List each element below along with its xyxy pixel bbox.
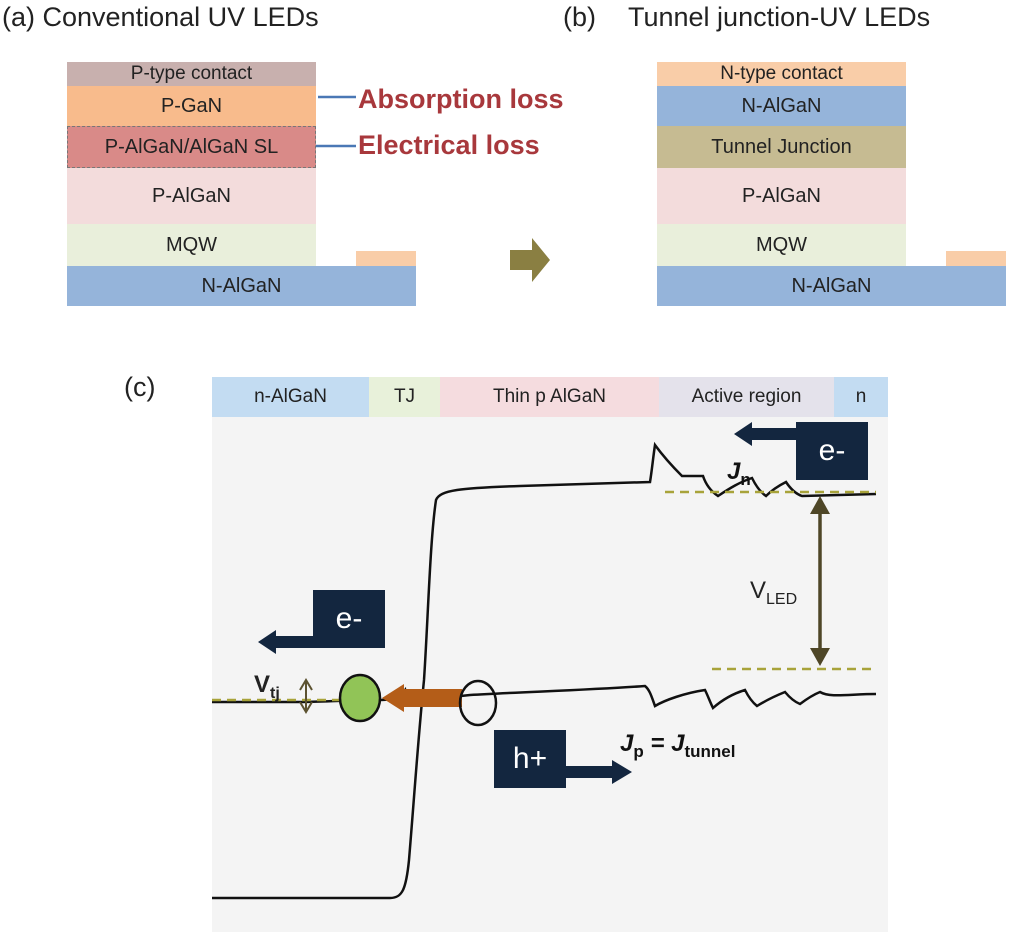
- panel-c-label: (c): [124, 372, 156, 402]
- vtj-label: Vtj: [254, 671, 280, 702]
- panel-b-title: Tunnel junction-UV LEDs: [628, 2, 931, 32]
- band-thin-p-algan: Thin p AlGaN: [440, 377, 659, 417]
- electron-box-left: e-: [313, 590, 385, 648]
- band-n: n: [834, 377, 888, 417]
- layer-p-gan: P-GaN: [67, 86, 316, 126]
- absorption-loss-label: Absorption loss: [358, 84, 564, 114]
- layer-mqw: MQW: [67, 224, 316, 266]
- transition-arrow: [510, 238, 550, 282]
- hole-box: h+: [494, 730, 566, 788]
- electron-arrowhead-left: [258, 630, 276, 654]
- layer-tunnel-junction: Tunnel Junction: [657, 126, 906, 168]
- layer-p-algan-b: P-AlGaN: [657, 168, 906, 224]
- layer-p-algan-sl: P-AlGaN/AlGaN SL: [67, 126, 316, 168]
- layer-n-algan-bottom: N-AlGaN: [657, 266, 1006, 306]
- layer-p-algan: P-AlGaN: [67, 168, 316, 224]
- layer-p-type-contact: P-type contact: [67, 62, 316, 86]
- band-active-region: Active region: [659, 377, 834, 417]
- n-contact-pad-b: [946, 251, 1006, 266]
- vled-arrowhead-top: [810, 496, 830, 514]
- vled-label: VLED: [750, 577, 798, 608]
- layer-mqw-b: MQW: [657, 224, 906, 266]
- vtj-arrowhead-bottom: [299, 701, 313, 714]
- jp-equals-jtunnel-label: Jp = Jtunnel: [620, 730, 736, 761]
- hole-arrowhead: [612, 760, 632, 784]
- electrical-loss-label: Electrical loss: [358, 130, 540, 160]
- electron-circle: [338, 673, 382, 723]
- band-tj: TJ: [369, 377, 440, 417]
- vtj-arrowhead-top: [299, 678, 313, 691]
- layer-n-algan: N-AlGaN: [67, 266, 416, 306]
- n-contact-pad-a: [356, 251, 416, 266]
- jn-label: Jn: [727, 458, 751, 489]
- layer-n-algan-top: N-AlGaN: [657, 86, 906, 126]
- plot-area: [212, 417, 888, 932]
- band-n-algan: n-AlGaN: [212, 377, 369, 417]
- electron-box-top: e-: [796, 422, 868, 480]
- electron-arrowhead-top: [734, 422, 752, 446]
- panel-b-label: (b): [563, 2, 596, 32]
- panel-a-title: (a) Conventional UV LEDs: [2, 2, 319, 32]
- vled-arrowhead-bottom: [810, 648, 830, 666]
- tunneling-arrowhead: [382, 684, 404, 712]
- hole-circle: [458, 679, 498, 727]
- layer-n-type-contact: N-type contact: [657, 62, 906, 86]
